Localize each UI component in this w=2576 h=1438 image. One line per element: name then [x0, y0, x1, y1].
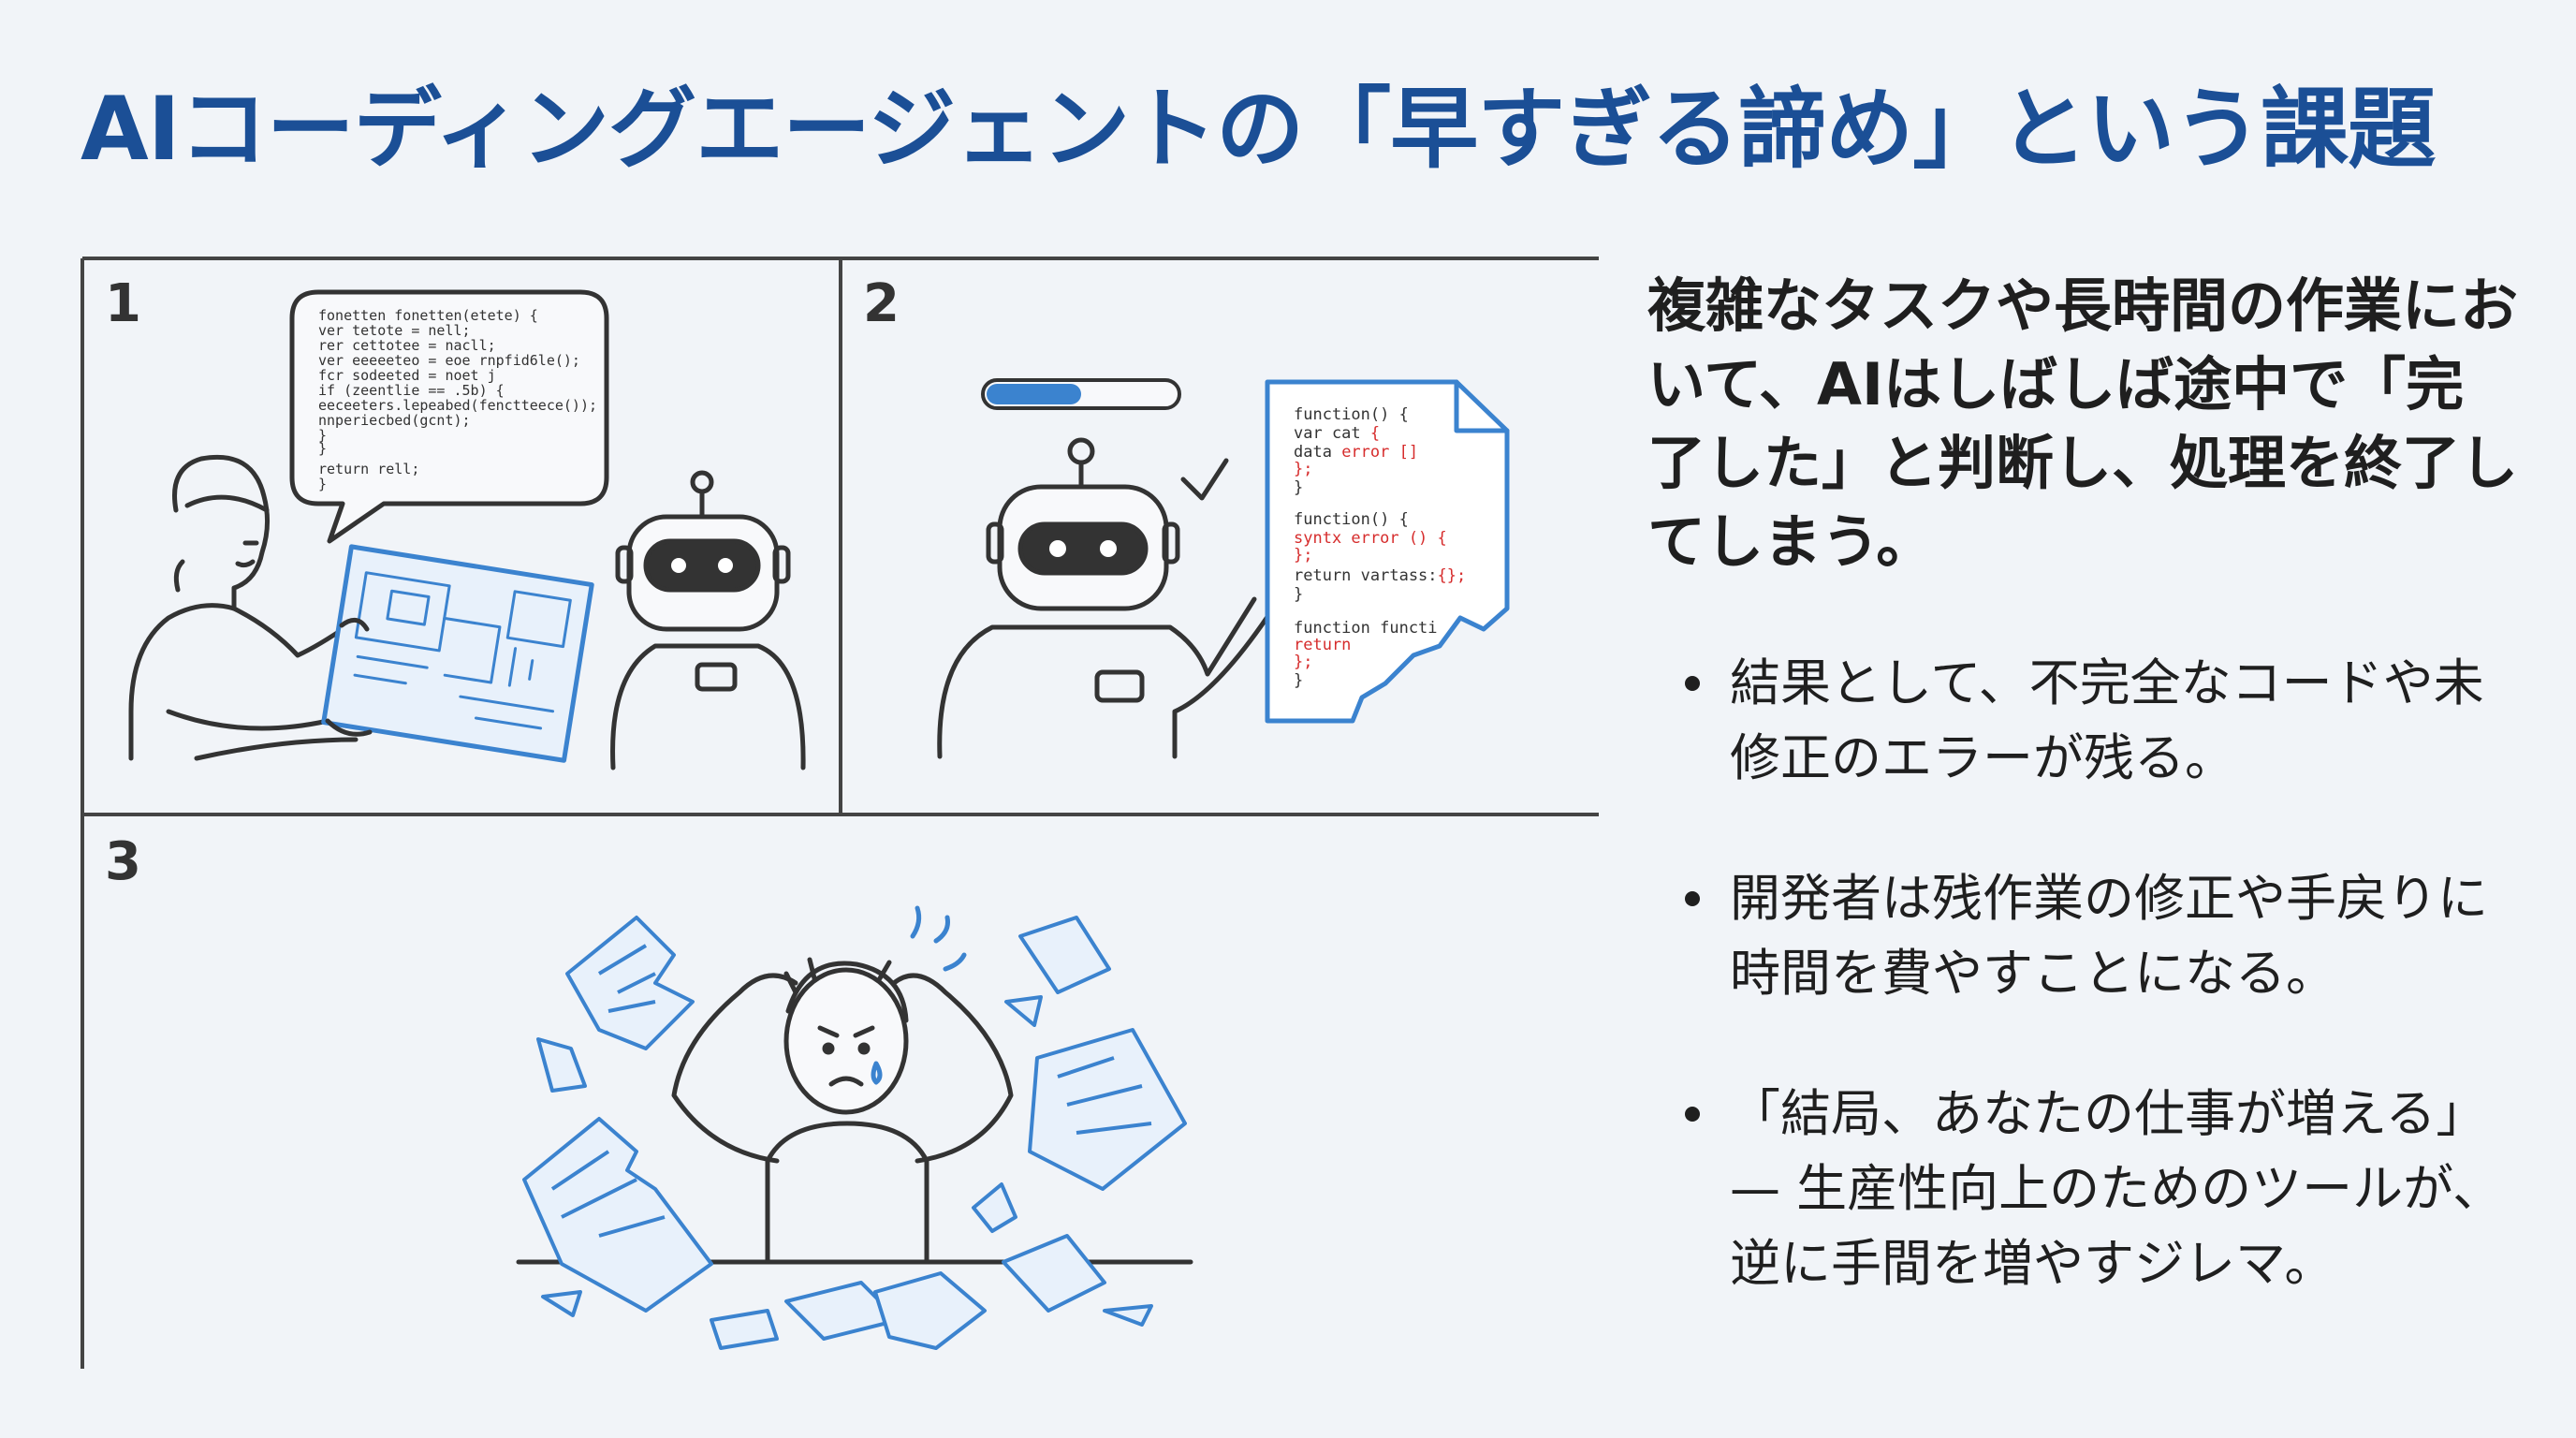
code-line: } — [1294, 478, 1303, 497]
panel-3-number: 3 — [105, 831, 141, 892]
bubble-code-5: if (zeentlie == .5b) { — [318, 382, 505, 399]
code-line: syntx error () { — [1294, 529, 1447, 548]
bubble-code-4: fcr sodeeted = noet j — [318, 367, 496, 384]
panel-1-number: 1 — [105, 273, 141, 334]
comic-strip: fonetten fonetten(etete) { ver tetote = … — [80, 257, 1599, 1369]
code-line: var cat { — [1294, 424, 1380, 443]
panel-2-illustration — [937, 378, 1510, 759]
bubble-code-1: ver tetote = nell; — [318, 322, 471, 339]
bullet-text: 結果として、不完全なコードや未修正のエラーが残る。 — [1730, 653, 2484, 787]
bullet-dot — [1685, 891, 1700, 906]
code-line: function() { — [1294, 405, 1409, 424]
code-line: function() { — [1294, 510, 1409, 529]
code-paper-lines: function() { var cat { data error [] };}… — [1294, 405, 1466, 690]
lead-statement: 複雑なタスクや長時間の作業において、AIはしばしば途中で「完了した」と判断し、処… — [1647, 271, 2519, 576]
bullet-dot — [1685, 1107, 1700, 1122]
bubble-code-8: } — [318, 427, 327, 444]
bubble-code-3: ver eeeeeteo = eoe rnpfid6le(); — [318, 352, 580, 369]
code-line: return — [1294, 636, 1351, 654]
bullet-dot — [1685, 676, 1700, 691]
code-line: }; — [1294, 546, 1312, 565]
bullet-item: 結果として、不完全なコードや未修正のエラーが残る。 — [1685, 646, 2527, 796]
bubble-code-6: eeceeters.lepeabed(fenctteece()); — [318, 397, 597, 414]
code-line: } — [1294, 671, 1303, 690]
bullet-item: 開発者は残作業の修正や手戻りに時間を費やすことになる。 — [1685, 861, 2527, 1011]
code-line: data error [] — [1294, 443, 1418, 462]
code-line: return vartass:{}; — [1294, 566, 1466, 585]
page-title: AIコーディングエージェントの「早すぎる諦め」という課題 — [80, 79, 2436, 181]
code-line: function functi — [1294, 619, 1438, 638]
panel-2-number: 2 — [863, 273, 900, 334]
bubble-code-0: fonetten fonetten(etete) { — [318, 307, 538, 324]
panel-3-illustration — [516, 905, 1193, 1265]
scattered-papers — [522, 916, 1187, 1350]
bullet-text: 開発者は残作業の修正や手戻りに時間を費やすことになる。 — [1730, 869, 2488, 1003]
code-line: } — [1294, 585, 1303, 604]
panel-borders — [80, 257, 1599, 1369]
code-line: }; — [1294, 653, 1312, 671]
bubble-code-10: return rell; — [318, 461, 419, 477]
panel-1-illustration — [128, 289, 806, 770]
bubble-code-2: rer cettotee = nacll; — [318, 337, 496, 354]
bubble-code-9: } — [318, 440, 327, 457]
code-line: }; — [1294, 460, 1312, 478]
bullet-text: 「結局、あなたの仕事が増える」— 生産性向上のためのツールが、逆に手間を増やすジ… — [1730, 1084, 2504, 1293]
bubble-code-7: nnperiecbed(gcnt); — [318, 412, 471, 429]
bullet-item: 「結局、あなたの仕事が増える」— 生産性向上のためのツールが、逆に手間を増やすジ… — [1685, 1077, 2527, 1301]
bubble-code-11: } — [318, 476, 327, 492]
bullet-list: 結果として、不完全なコードや未修正のエラーが残る。 開発者は残作業の修正や手戻り… — [1685, 646, 2527, 1301]
progress-bar-fill — [987, 384, 1081, 404]
